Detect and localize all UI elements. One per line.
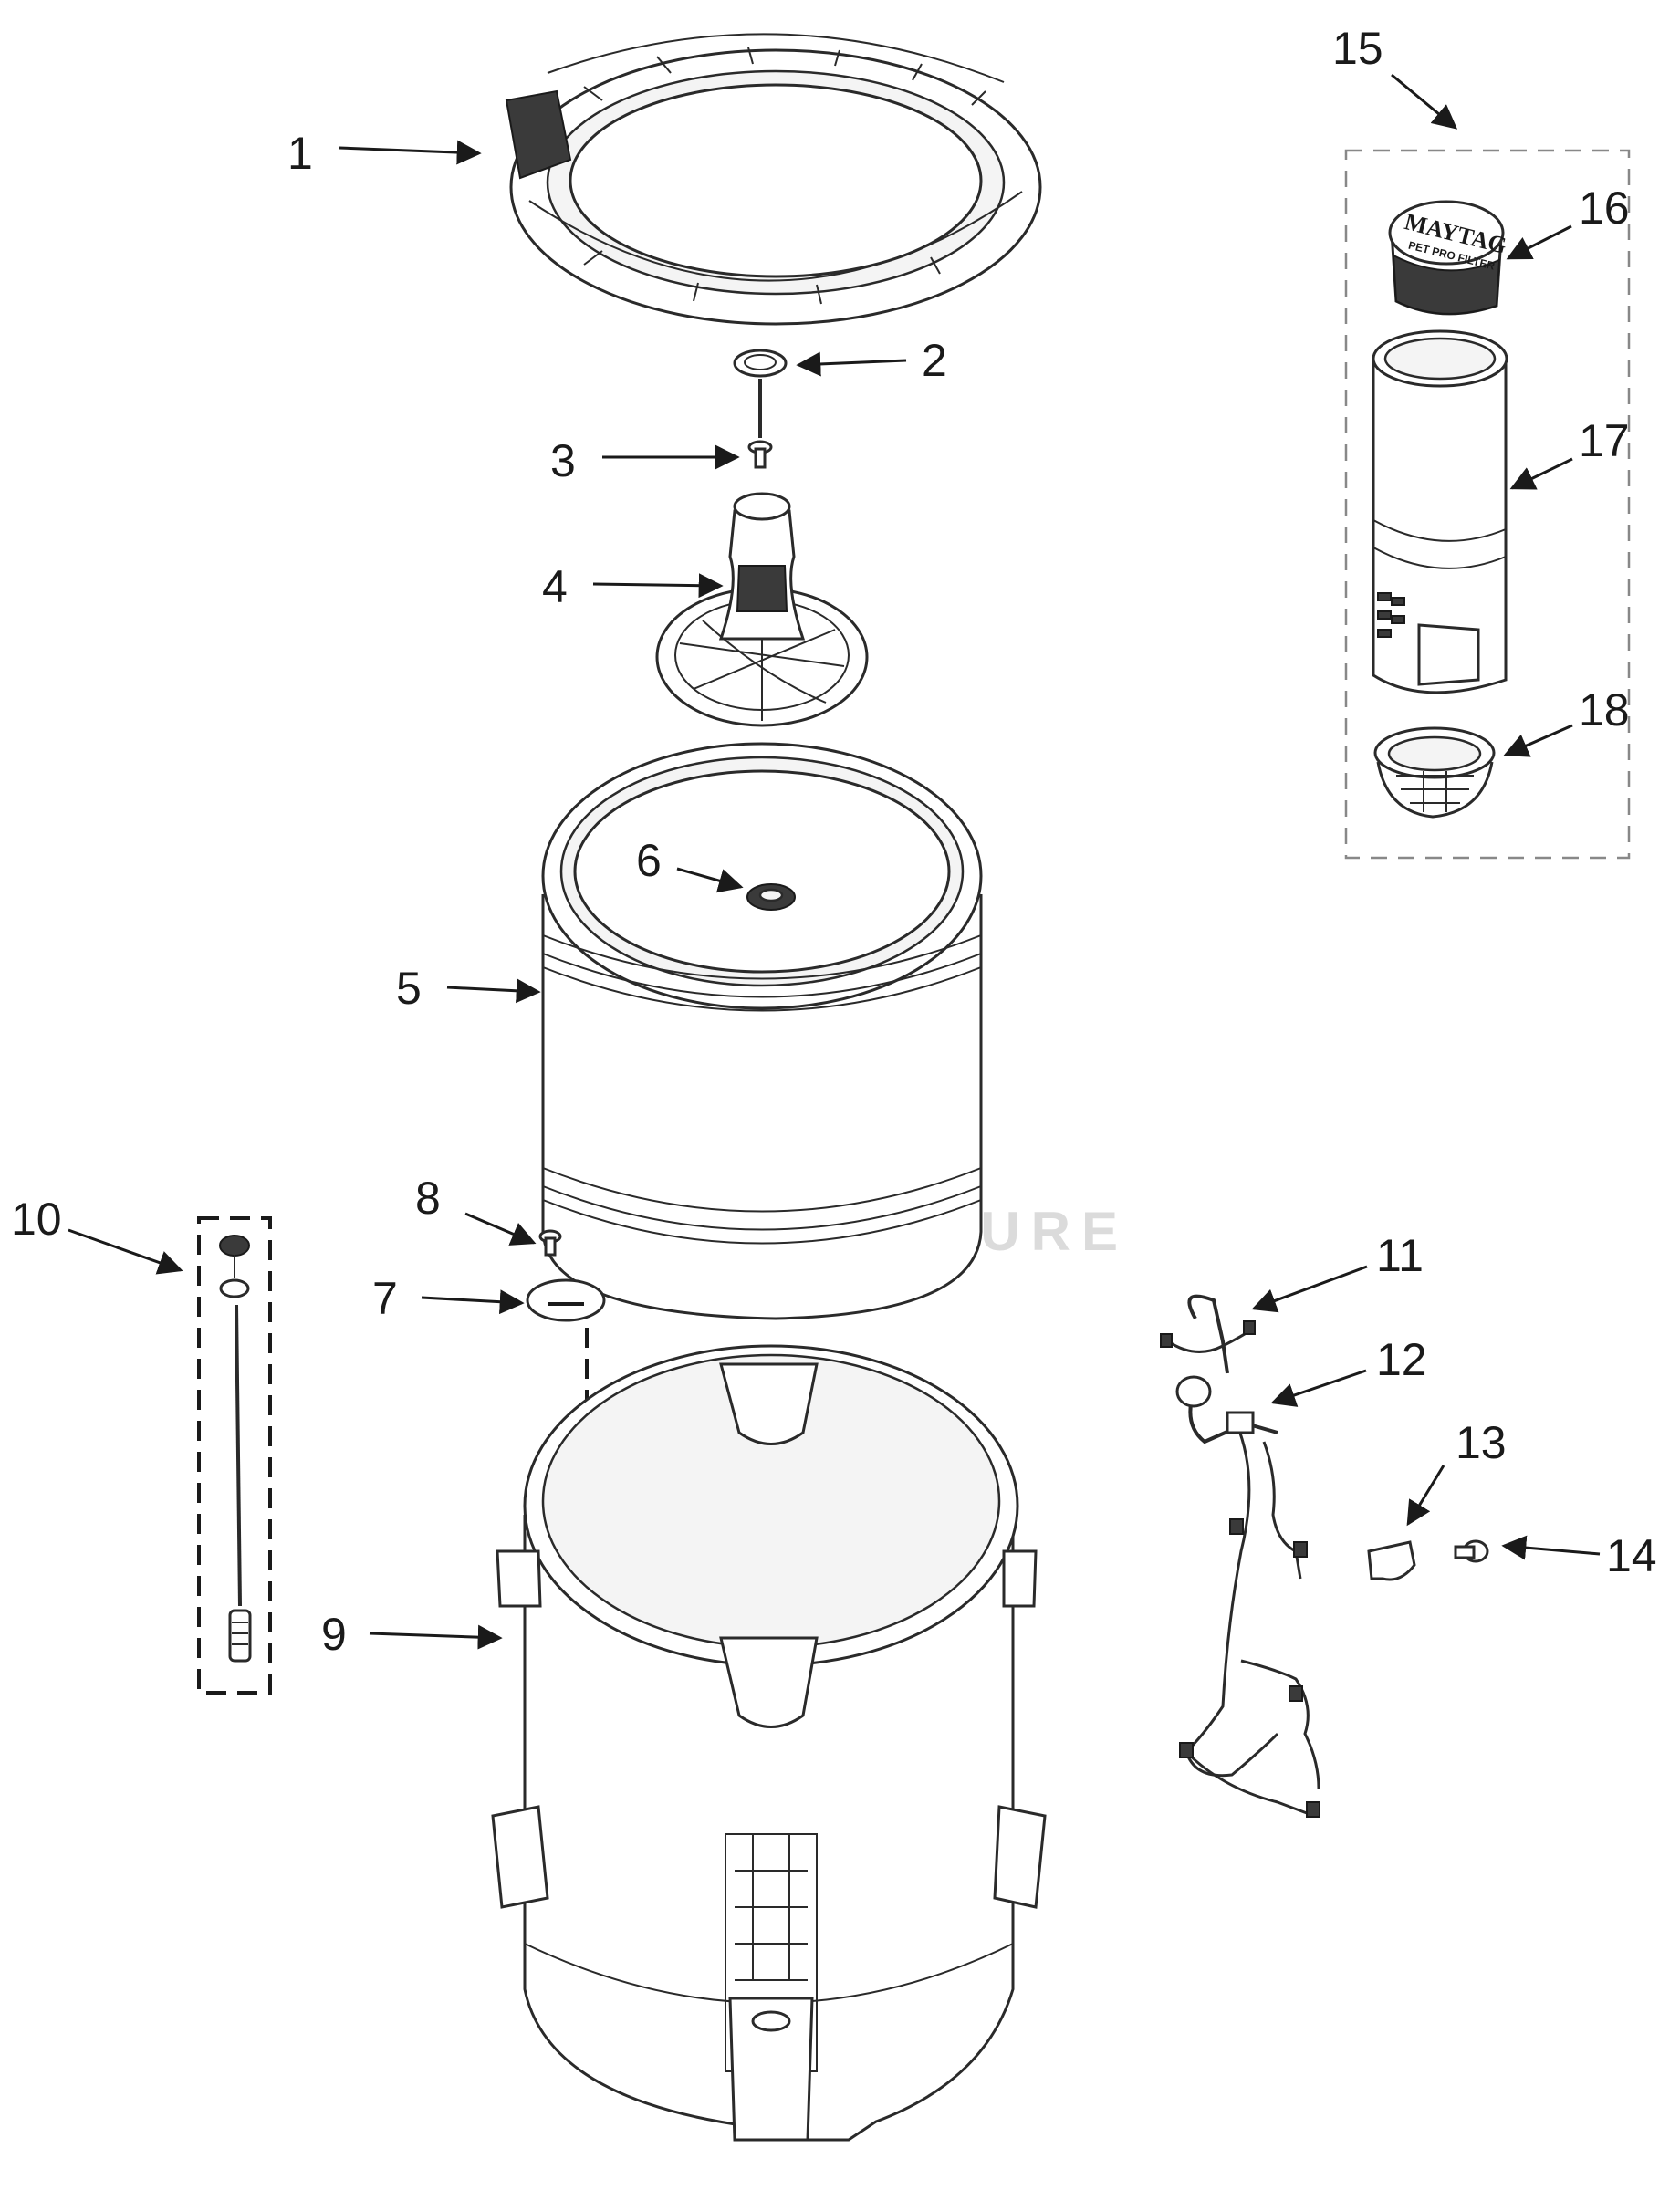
callout-13: 13 (1456, 1417, 1507, 1468)
bolt[interactable] (747, 440, 773, 469)
hub-nut[interactable] (746, 883, 796, 911)
leader-10 (68, 1228, 183, 1275)
drive-bolt[interactable] (538, 1229, 562, 1257)
leader-8 (464, 1212, 537, 1246)
callout-2: 2 (922, 335, 947, 386)
leader-4 (592, 573, 724, 599)
callout-labels: 1 2 3 4 5 6 7 8 9 10 11 12 13 14 15 16 1… (11, 23, 1657, 1660)
callout-9: 9 (321, 1609, 347, 1660)
callout-1: 1 (287, 128, 313, 179)
callout-14: 14 (1606, 1530, 1657, 1581)
agitator[interactable] (655, 492, 869, 727)
leader-arrows (68, 73, 1601, 1650)
leader-15 (1391, 73, 1458, 130)
callout-12: 12 (1376, 1334, 1427, 1385)
leader-5 (446, 978, 541, 1004)
leader-11 (1251, 1265, 1368, 1313)
callout-8: 8 (415, 1173, 441, 1224)
filter-basket[interactable] (1373, 726, 1496, 819)
callout-3: 3 (550, 435, 576, 486)
leader-14 (1501, 1535, 1601, 1560)
leader-7 (421, 1289, 525, 1315)
leader-1 (339, 140, 482, 165)
callout-15: 15 (1332, 23, 1383, 74)
filter-kit-box (1344, 149, 1631, 860)
callout-7: 7 (372, 1273, 398, 1324)
ring-cap[interactable] (733, 349, 788, 378)
leader-6 (676, 867, 744, 893)
basket[interactable] (541, 742, 983, 1320)
leader-13 (1406, 1465, 1445, 1527)
callout-5: 5 (396, 963, 422, 1014)
callout-17: 17 (1579, 415, 1630, 466)
basket-drive-plate[interactable] (526, 1278, 606, 1322)
leader-2 (796, 351, 907, 377)
wire-harness-upper[interactable] (1160, 1294, 1256, 1374)
filter-cap[interactable]: MAYTAG PET PRO FILTER (1388, 200, 1509, 316)
leader-18 (1503, 724, 1573, 757)
clip[interactable] (1367, 1540, 1416, 1581)
callout-4: 4 (542, 561, 568, 612)
callout-10: 10 (11, 1194, 62, 1245)
outer-tub[interactable] (491, 1344, 1047, 2142)
leader-9 (369, 1624, 503, 1650)
callout-18: 18 (1579, 684, 1630, 735)
callout-6: 6 (636, 835, 662, 886)
suspension-rod-kit-box (197, 1216, 272, 1695)
wire-harness-main[interactable] (1175, 1375, 1320, 1818)
suspension-rod-kit[interactable] (219, 1235, 252, 1663)
screw[interactable] (1454, 1539, 1489, 1563)
leader-12 (1270, 1369, 1367, 1407)
leader-17 (1509, 457, 1573, 490)
callout-11: 11 (1376, 1230, 1424, 1281)
tub-ring[interactable] (505, 33, 1042, 326)
filter-cylinder[interactable] (1372, 329, 1508, 694)
leader-16 (1506, 224, 1572, 260)
callout-16: 16 (1579, 182, 1630, 234)
